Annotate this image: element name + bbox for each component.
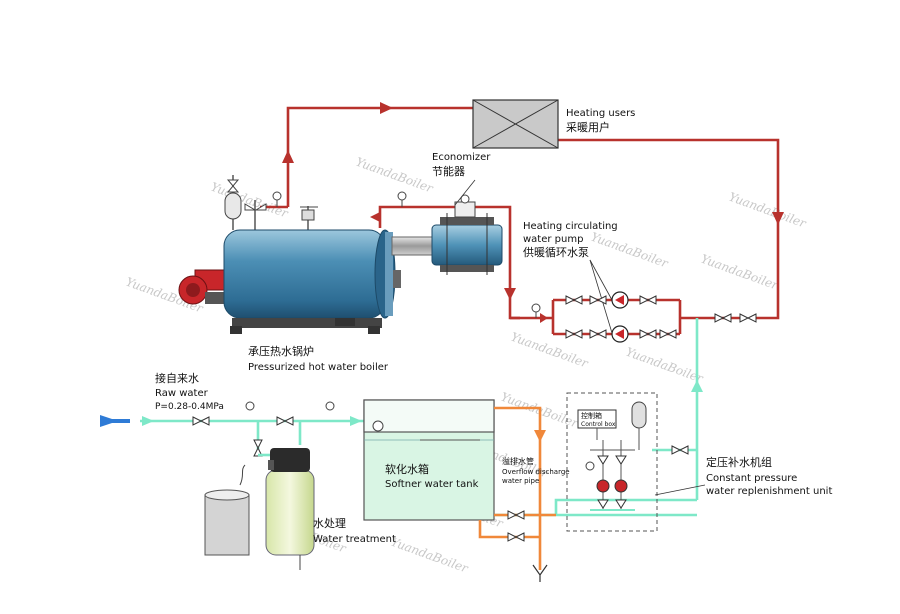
overflow-label-zh: 溢排水管 [502, 456, 534, 466]
overflow-label-en-1: Overflow discharge [502, 468, 570, 476]
heating-users-label-zh: 采暖用户 [566, 120, 610, 134]
water-treatment-unit [204, 448, 315, 570]
unit-leader [654, 484, 706, 496]
overflow-valves [507, 510, 525, 542]
heating-users-label-en: Heating users [566, 108, 635, 119]
raw-water-inlet-arrow-tail [100, 419, 130, 423]
pump-label-en-1: Heating circulating [523, 221, 618, 232]
watermark: YuandaBoiler [209, 180, 291, 221]
treatment-label-en: Water treatment [313, 534, 396, 545]
pump-label-en-2: water pump [523, 234, 583, 245]
unit-label-zh: 定压补水机组 [706, 455, 772, 469]
softener-water-tank [363, 399, 495, 521]
raw-water-pressure: P=0.28-0.4MPa [155, 402, 224, 412]
control-box-label-zh: 控制箱 [581, 411, 602, 420]
watermark: YuandaBoiler [589, 230, 671, 271]
watermark: YuandaBoiler [727, 190, 809, 231]
boiler-label-zh: 承压热水锅炉 [248, 345, 314, 358]
raw-water-label-en: Raw water [155, 388, 209, 399]
watermark: YuandaBoiler [389, 535, 471, 576]
economizer-label-zh: 节能器 [432, 164, 465, 178]
watermark: YuandaBoiler [354, 155, 436, 196]
boiler-label-en: Pressurized hot water boiler [248, 362, 389, 373]
heating-users-unit [472, 99, 559, 149]
overflow-arrow [534, 430, 546, 442]
unit-label-en-2: water replenishment unit [706, 486, 832, 497]
economizer-leader [454, 179, 476, 206]
gauge-icon [325, 401, 335, 411]
gauge-icon [245, 401, 255, 411]
raw-water-valves [192, 416, 689, 457]
circulating-pumps [531, 291, 757, 343]
overflow-label-en-2: water pipe [502, 477, 539, 485]
pump-leader [589, 259, 613, 301]
flow-arrows-red [282, 102, 784, 300]
unit-label-en-1: Constant pressure [706, 473, 797, 484]
watermark: YuandaBoiler [699, 252, 781, 293]
watermark: YuandaBoiler [624, 345, 706, 386]
flow-arrows-cyan [142, 380, 703, 426]
economizer [397, 191, 503, 275]
raw-water-label-zh: 接自来水 [155, 372, 199, 385]
tank-label-en: Softner water tank [385, 479, 479, 490]
pump-label-zh: 供暖循环水泵 [523, 245, 589, 259]
boiler [178, 175, 441, 334]
replenishment-unit-frame [566, 392, 658, 532]
treatment-label-zh: 水处理 [313, 517, 346, 530]
pump-leader [589, 259, 613, 334]
drain-icon [532, 564, 548, 582]
control-box-label-en: Control box [581, 421, 616, 428]
economizer-label-en: Economizer [432, 152, 491, 163]
replenishment-unit [577, 401, 647, 511]
tank-label-zh: 软化水箱 [385, 462, 429, 476]
